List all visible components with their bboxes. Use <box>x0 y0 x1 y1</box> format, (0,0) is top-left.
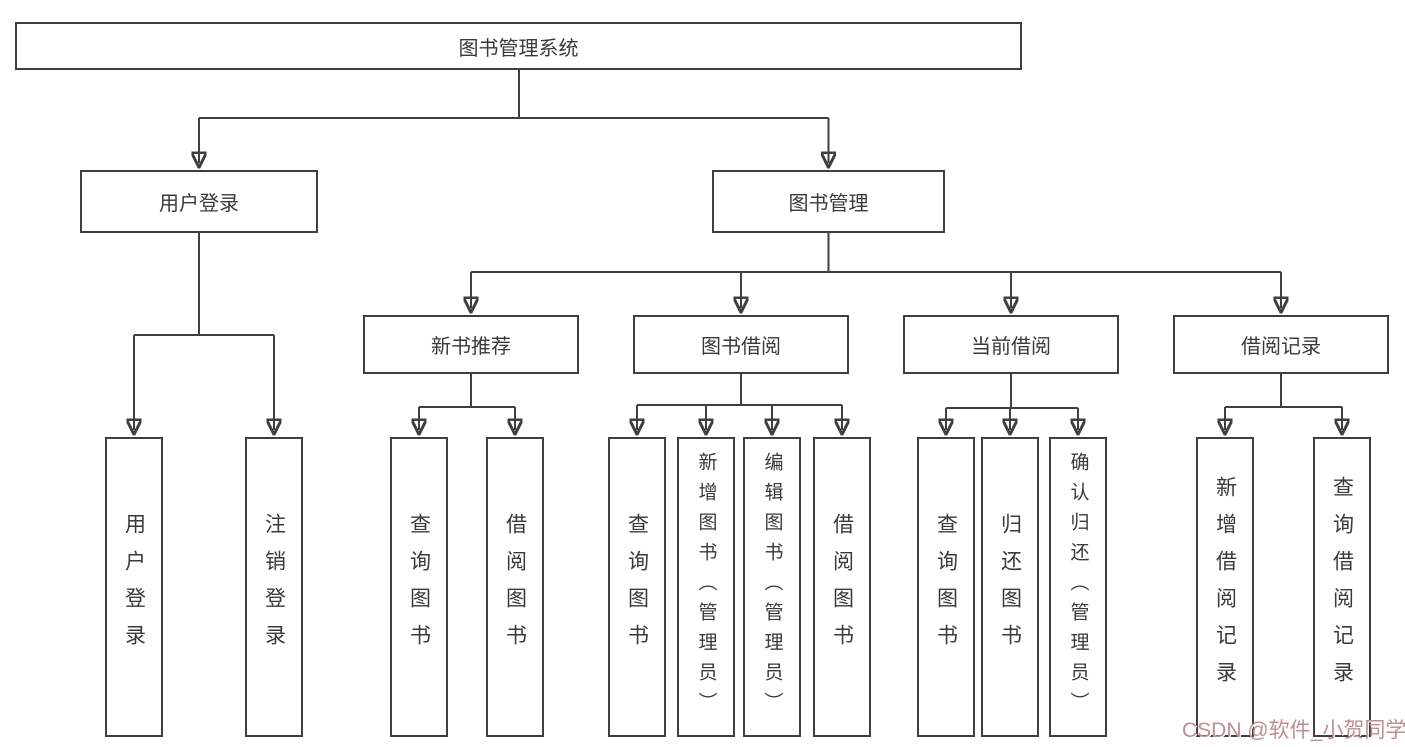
wire-new-book-trunk <box>419 374 515 408</box>
csdn-watermark: CSDN @软件_小贺同学 <box>1182 719 1405 742</box>
node-root-label: 图书管理系统 <box>458 37 579 60</box>
leaf-add-book-admin: 新增图书（管理员） <box>677 437 735 737</box>
leaf-add-book-admin-label: 新增图书（管理员） <box>695 452 717 722</box>
node-current-borrow-label: 当前借阅 <box>971 336 1051 358</box>
node-root: 图书管理系统 <box>15 22 1022 70</box>
leaf-confirm-return-admin-label: 确认归还（管理员） <box>1067 452 1089 722</box>
wire-borrow-records-trunk <box>1225 374 1342 408</box>
node-book-management-label: 图书管理 <box>788 193 869 215</box>
leaf-edit-book-admin-label: 编辑图书（管理员） <box>761 452 783 722</box>
leaf-logout-label: 注销登录 <box>262 513 286 661</box>
node-new-book-recommend-label: 新书推荐 <box>431 336 511 358</box>
leaf-query-books-1: 查询图书 <box>390 437 448 737</box>
leaf-query-books-3-label: 查询图书 <box>934 513 958 661</box>
leaf-add-borrow-record: 新增借阅记录 <box>1196 437 1254 737</box>
leaf-return-book: 归还图书 <box>981 437 1039 737</box>
leaf-query-borrow-record-label: 查询借阅记录 <box>1330 476 1354 698</box>
wire-book-borrow-trunk <box>637 374 842 406</box>
leaf-borrow-books-2: 借阅图书 <box>813 437 871 737</box>
leaf-add-borrow-record-label: 新增借阅记录 <box>1213 476 1237 698</box>
leaf-edit-book-admin: 编辑图书（管理员） <box>743 437 801 737</box>
leaf-query-books-2-label: 查询图书 <box>625 513 649 661</box>
leaf-return-book-label: 归还图书 <box>998 513 1022 661</box>
leaf-borrow-books-1-label: 借阅图书 <box>503 513 527 661</box>
wire-book-management-trunk <box>471 233 1281 273</box>
wire-root-trunk <box>199 70 829 119</box>
leaf-user-login: 用户登录 <box>105 437 163 737</box>
node-user-login-label: 用户登录 <box>159 193 239 215</box>
leaf-query-borrow-record: 查询借阅记录 <box>1313 437 1371 737</box>
node-book-management: 图书管理 <box>712 170 945 233</box>
leaf-query-books-1-label: 查询图书 <box>407 513 431 661</box>
leaf-logout: 注销登录 <box>245 437 303 737</box>
leaf-query-books-3: 查询图书 <box>917 437 975 737</box>
node-new-book-recommend: 新书推荐 <box>363 315 579 374</box>
leaf-borrow-books-2-label: 借阅图书 <box>830 513 854 661</box>
leaf-query-books-2: 查询图书 <box>608 437 666 737</box>
leaf-borrow-books-1: 借阅图书 <box>486 437 544 737</box>
wire-user-login-trunk <box>134 233 274 336</box>
node-borrow-records: 借阅记录 <box>1173 315 1389 374</box>
leaf-confirm-return-admin: 确认归还（管理员） <box>1049 437 1107 737</box>
node-book-borrow-label: 图书借阅 <box>701 336 781 358</box>
node-borrow-records-label: 借阅记录 <box>1241 336 1321 358</box>
leaf-user-login-label: 用户登录 <box>122 513 146 661</box>
node-user-login: 用户登录 <box>80 170 318 233</box>
wire-current-borrow-trunk <box>946 374 1078 409</box>
node-book-borrow: 图书借阅 <box>633 315 849 374</box>
node-current-borrow: 当前借阅 <box>903 315 1119 374</box>
